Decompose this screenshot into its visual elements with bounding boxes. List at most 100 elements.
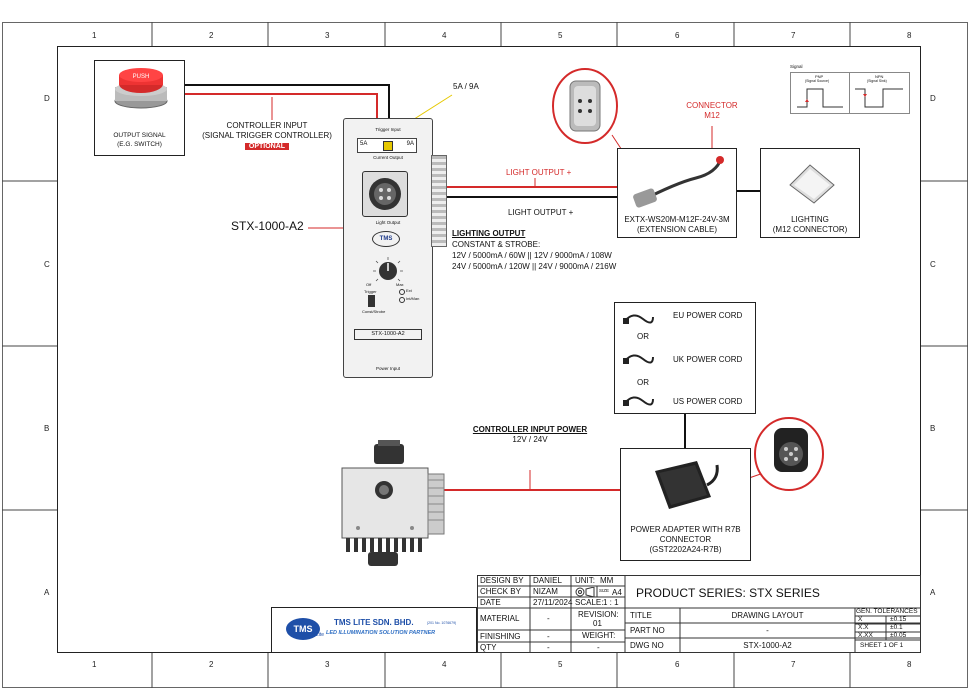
svg-text:PUSH: PUSH xyxy=(133,74,150,80)
panel-max-label: Max xyxy=(396,282,404,287)
col-label-bottom: 3 xyxy=(325,660,330,669)
qty-label: QTY xyxy=(480,643,497,652)
controller-input-label: CONTROLLER INPUT (SIGNAL TRIGGER CONTROL… xyxy=(202,121,332,150)
design-by-label: DESIGN BY xyxy=(480,576,524,585)
panel-off-label: Off xyxy=(366,282,372,287)
col-label-bottom: 8 xyxy=(907,660,912,669)
pnp-label: PNP xyxy=(815,74,824,79)
sheet-number: SHEET 1 OF 1 xyxy=(860,642,904,649)
npn-sub-label: (Signal Sink) xyxy=(867,79,887,83)
panel-model-plate: STX-1000-A2 xyxy=(354,329,422,340)
int-led xyxy=(399,297,405,303)
scale-value: 1 : 1 xyxy=(603,598,619,607)
row-label-left: A xyxy=(44,588,50,597)
lighting-output-row: 24V / 5000mA / 120W || 24V / 9000mA / 21… xyxy=(452,262,617,271)
led-light-icon xyxy=(789,164,835,204)
col-label-top: 1 xyxy=(92,31,97,40)
panel-light-label: Light Output xyxy=(375,220,401,225)
controller-input-power-label: CONTROLLER INPUT POWER 12V / 24V xyxy=(472,425,588,444)
panel-9a-label: 9A xyxy=(406,141,414,147)
col-label-top: 8 xyxy=(907,31,912,40)
trigger-wire-red xyxy=(185,93,378,118)
extension-cable-label: EXTX-WS20M-M12F-24V-3M (EXTENSION CABLE) xyxy=(624,215,730,234)
tolerance-key: X xyxy=(858,616,863,623)
panel-trigger-label: Trigger Input xyxy=(375,127,401,132)
unit-value: MM xyxy=(600,576,614,585)
or-label: OR xyxy=(637,378,649,387)
product-series: PRODUCT SERIES: STX SERIES xyxy=(636,586,820,600)
finishing-label: FINISHING xyxy=(480,632,521,641)
extension-cable-box: EXTX-WS20M-M12F-24V-3M (EXTENSION CABLE) xyxy=(617,148,737,238)
drawing-frame xyxy=(2,22,968,688)
power-adapter-icon xyxy=(655,461,719,509)
check-by-label: CHECK BY xyxy=(480,587,521,596)
revision-label: REVISION: xyxy=(578,610,619,619)
panel-brand-logo: TMS xyxy=(372,231,400,247)
lighting-box: LIGHTING (M12 CONNECTOR) xyxy=(760,148,860,238)
output-signal-box: PUSH OUTPUT SIGNAL (E.G. SWITCH) xyxy=(94,60,185,156)
push-button-icon: PUSH xyxy=(114,68,168,109)
col-label-bottom: 6 xyxy=(675,660,680,669)
light-output-red-label: LIGHT OUTPUT + xyxy=(506,168,572,177)
part-no-label: PART NO xyxy=(630,626,665,635)
panel-mode-label: Const/Strobe xyxy=(362,309,386,314)
col-label-bottom: 7 xyxy=(791,660,796,669)
r7b-connector-zoom xyxy=(754,417,824,491)
us-power-cord-label: US POWER CORD xyxy=(673,397,743,406)
company-reg: (201 No. 1076679) xyxy=(427,621,457,625)
col-label-top: 5 xyxy=(558,31,563,40)
extension-cable-icon xyxy=(633,156,724,208)
signal-legend-title: Signal xyxy=(790,64,803,69)
current-rating-label: 5A / 9A xyxy=(453,82,479,91)
tolerance-value: ±0.15 xyxy=(890,616,907,623)
signal-waveforms xyxy=(797,88,903,108)
lighting-label: LIGHTING (M12 CONNECTOR) xyxy=(772,215,848,234)
date-value: 27/11/2024 xyxy=(533,598,573,607)
power-cord-icon xyxy=(623,314,654,324)
company-tagline: LED ILLUMINATION SOLUTION PARTNER xyxy=(326,630,436,636)
selector-knob xyxy=(383,141,393,151)
row-label-right: A xyxy=(930,588,936,597)
row-label-left: D xyxy=(44,94,50,103)
tolerance-title: GEN. TOLERANCES xyxy=(856,608,918,615)
panel-power-label: Power Input xyxy=(375,366,400,371)
company-name: TMS LITE SDN. BHD. xyxy=(334,618,414,627)
date-label: DATE xyxy=(480,598,501,607)
controller-back-view xyxy=(341,440,445,566)
col-label-top: 4 xyxy=(442,31,447,40)
or-label: OR xyxy=(637,332,649,341)
title-block xyxy=(477,575,921,653)
company-logo-block: TMS Lite TMS LITE SDN. BHD. (201 No. 107… xyxy=(271,607,477,653)
optional-badge: OPTIONAL xyxy=(244,143,290,150)
panel-current-label: Current Output xyxy=(373,155,403,160)
tolerance-value: ±0.05 xyxy=(890,632,907,639)
weight-value: - xyxy=(597,643,600,652)
col-label-top: 2 xyxy=(209,31,214,40)
panel-toggle-label: Trigger xyxy=(364,289,377,294)
intensity-knob[interactable] xyxy=(368,255,408,289)
material-label: MATERIAL xyxy=(480,614,520,623)
light-output-black-label: LIGHT OUTPUT + xyxy=(508,208,574,217)
scale-label: SCALE: xyxy=(575,598,604,607)
part-no-value: - xyxy=(766,626,769,635)
trigger-wire-black xyxy=(185,84,390,118)
signal-legend-box: PNP (Signal Source) NPN (Signal Sink) xyxy=(790,72,910,114)
current-selector-switch[interactable]: 5A 9A xyxy=(357,138,417,153)
mode-toggle-switch[interactable] xyxy=(368,295,375,307)
revision-value: 01 xyxy=(593,619,602,628)
light-output-connector[interactable] xyxy=(362,171,408,217)
weight-label: WEIGHT: xyxy=(582,631,616,640)
col-label-bottom: 4 xyxy=(442,660,447,669)
dwg-no-value: STX-1000-A2 xyxy=(743,641,792,650)
tms-logo: TMS xyxy=(286,618,320,640)
power-adapter-box: POWER ADAPTER WITH R7B CONNECTOR (GST220… xyxy=(620,448,751,561)
power-adapter-label: POWER ADAPTER WITH R7B CONNECTOR (GST220… xyxy=(630,525,741,554)
uk-power-cord-label: UK POWER CORD xyxy=(673,355,743,364)
heat-sink-side xyxy=(431,155,447,247)
pnp-sub-label: (Signal Source) xyxy=(805,79,830,83)
panel-ext-label: Ext xyxy=(406,288,412,293)
col-label-top: 7 xyxy=(791,31,796,40)
device-model-label: STX-1000-A2 xyxy=(231,219,304,233)
m12-connector-zoom xyxy=(552,68,618,144)
